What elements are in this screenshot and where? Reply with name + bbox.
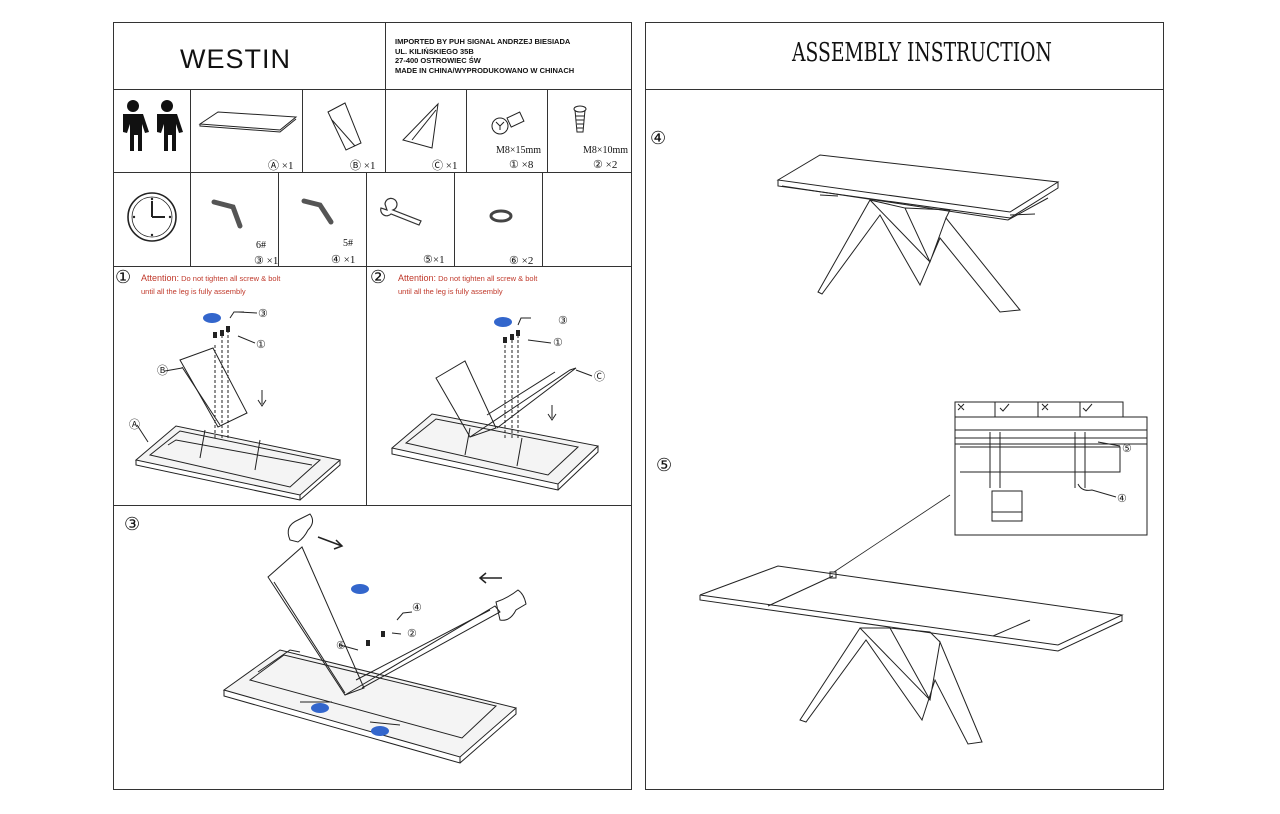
divider (466, 89, 467, 172)
table-top-icon (198, 111, 298, 133)
svg-text:①: ① (256, 339, 266, 351)
bolt-spec: M8×10mm (583, 145, 629, 156)
step-number: ④ (650, 128, 667, 148)
hex-key-6-icon (211, 199, 243, 229)
attention-label: Attention: (141, 273, 180, 283)
part-caption: Ⓒ ×1 (432, 160, 458, 172)
part-caption: ⑤×1 (423, 254, 445, 266)
two-people-icon (123, 100, 183, 151)
divider (547, 89, 548, 172)
leg-b-icon (327, 102, 362, 151)
svg-text:③: ③ (258, 308, 268, 320)
leg-c-icon (402, 102, 439, 149)
divider (366, 266, 367, 505)
part-caption: Ⓑ ×1 (350, 160, 376, 172)
divider (385, 89, 386, 172)
clock-icon (127, 192, 177, 242)
attention-note: Attention: Do not tighten all screw & bo… (398, 272, 537, 298)
brand-title: WESTIN (180, 44, 291, 74)
hex-key-size: 5# (343, 238, 353, 249)
step-number: ⑤ (656, 455, 673, 475)
divider (190, 89, 191, 172)
attention-note: Attention: Do not tighten all screw & bo… (141, 272, 280, 298)
divider (454, 172, 455, 266)
bolt-spec: M8×15mm (496, 145, 542, 156)
bolt-m8x10-icon (573, 105, 587, 133)
svg-text:Ⓑ: Ⓑ (157, 364, 168, 377)
attention-text: Do not tighten all screw & bolt (438, 274, 538, 283)
svg-text:Ⓒ: Ⓒ (594, 370, 605, 383)
svg-text:Ⓐ: Ⓐ (129, 418, 140, 431)
part-caption: ① ×8 (509, 159, 534, 171)
divider (278, 172, 279, 266)
left-instruction-panel (113, 22, 632, 790)
part-caption: ② ×2 (593, 159, 618, 171)
step-number: ① (115, 267, 132, 287)
divider (366, 172, 367, 266)
svg-text:②: ② (407, 628, 417, 640)
hex-key-5-icon (301, 198, 334, 225)
divider (385, 22, 386, 89)
divider (113, 89, 632, 90)
divider (113, 172, 632, 173)
svg-text:⑥: ⑥ (336, 640, 346, 652)
importer-line: MADE IN CHINA/WYPRODUKOWANO W CHINACH (395, 65, 575, 75)
bolt-m8x15-icon (491, 111, 525, 135)
attention-text: Do not tighten all screw & bolt (181, 274, 281, 283)
svg-text:⑤: ⑤ (1122, 443, 1132, 455)
importer-line: UL. KILIŃSKIEGO 35B (395, 46, 474, 56)
assembly-title: ASSEMBLY INSTRUCTION (792, 38, 1052, 68)
divider (113, 505, 632, 506)
step-number: ② (370, 267, 387, 287)
importer-info: IMPORTED BY PUH SIGNAL ANDRZEJ BIESIADA … (395, 37, 574, 75)
divider (113, 266, 632, 267)
svg-text:①: ① (553, 337, 563, 349)
divider (302, 89, 303, 172)
part-caption: ④ ×1 (331, 254, 356, 266)
divider (645, 89, 1164, 90)
right-instruction-panel (645, 22, 1164, 790)
divider (190, 172, 191, 266)
attention-text: until all the leg is fully assembly (398, 287, 503, 296)
attention-label: Attention: (398, 273, 437, 283)
importer-line: IMPORTED BY PUH SIGNAL ANDRZEJ BIESIADA (395, 37, 571, 46)
svg-text:④: ④ (412, 602, 422, 614)
part-caption: ③ ×1 (254, 255, 279, 267)
importer-line: 27-400 OSTROWIEC ŚW (395, 56, 481, 65)
divider (542, 172, 543, 266)
wrench-icon (380, 197, 422, 226)
step-number: ③ (124, 514, 141, 534)
svg-text:④: ④ (1117, 493, 1127, 505)
washer-icon (489, 209, 513, 223)
part-caption: ⑥ ×2 (509, 255, 534, 267)
part-caption: Ⓐ ×1 (268, 160, 294, 172)
svg-text:③: ③ (558, 315, 568, 327)
attention-text: until all the leg is fully assembly (141, 287, 246, 296)
hex-key-size: 6# (256, 240, 266, 251)
